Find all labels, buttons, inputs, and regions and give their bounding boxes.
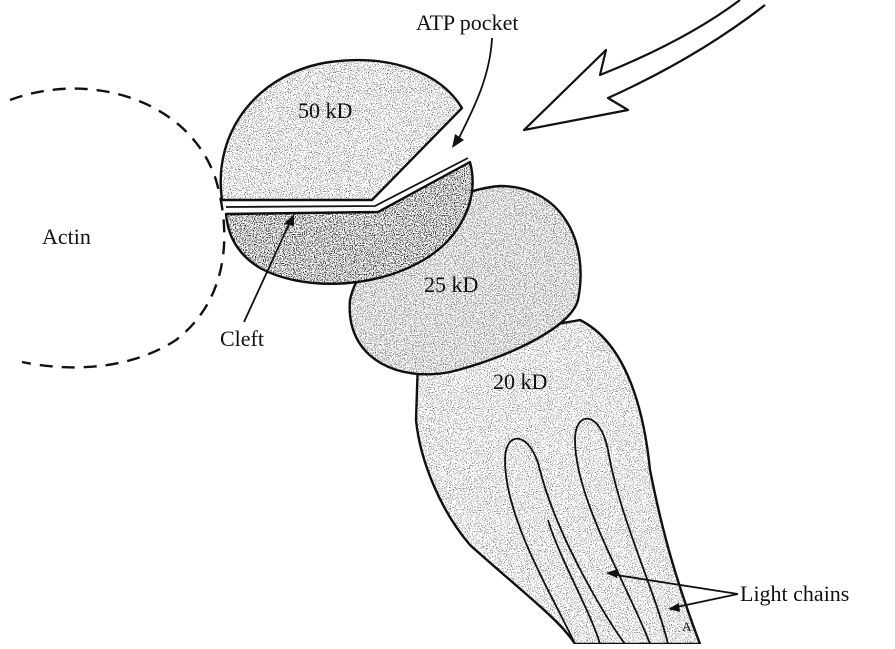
label-atp-pocket: ATP pocket bbox=[416, 10, 518, 35]
label-50kd: 50 kD bbox=[298, 98, 352, 123]
label-small-mark: A bbox=[682, 619, 692, 634]
atp-pointer-line bbox=[458, 38, 492, 140]
label-cleft: Cleft bbox=[220, 326, 264, 351]
label-25kd: 25 kD bbox=[424, 272, 478, 297]
incoming-arrow bbox=[524, 0, 765, 130]
label-20kd: 20 kD bbox=[493, 369, 547, 394]
label-actin: Actin bbox=[42, 224, 91, 249]
label-light-chains: Light chains bbox=[740, 581, 849, 606]
atp-pointer-arrowhead bbox=[452, 134, 464, 148]
